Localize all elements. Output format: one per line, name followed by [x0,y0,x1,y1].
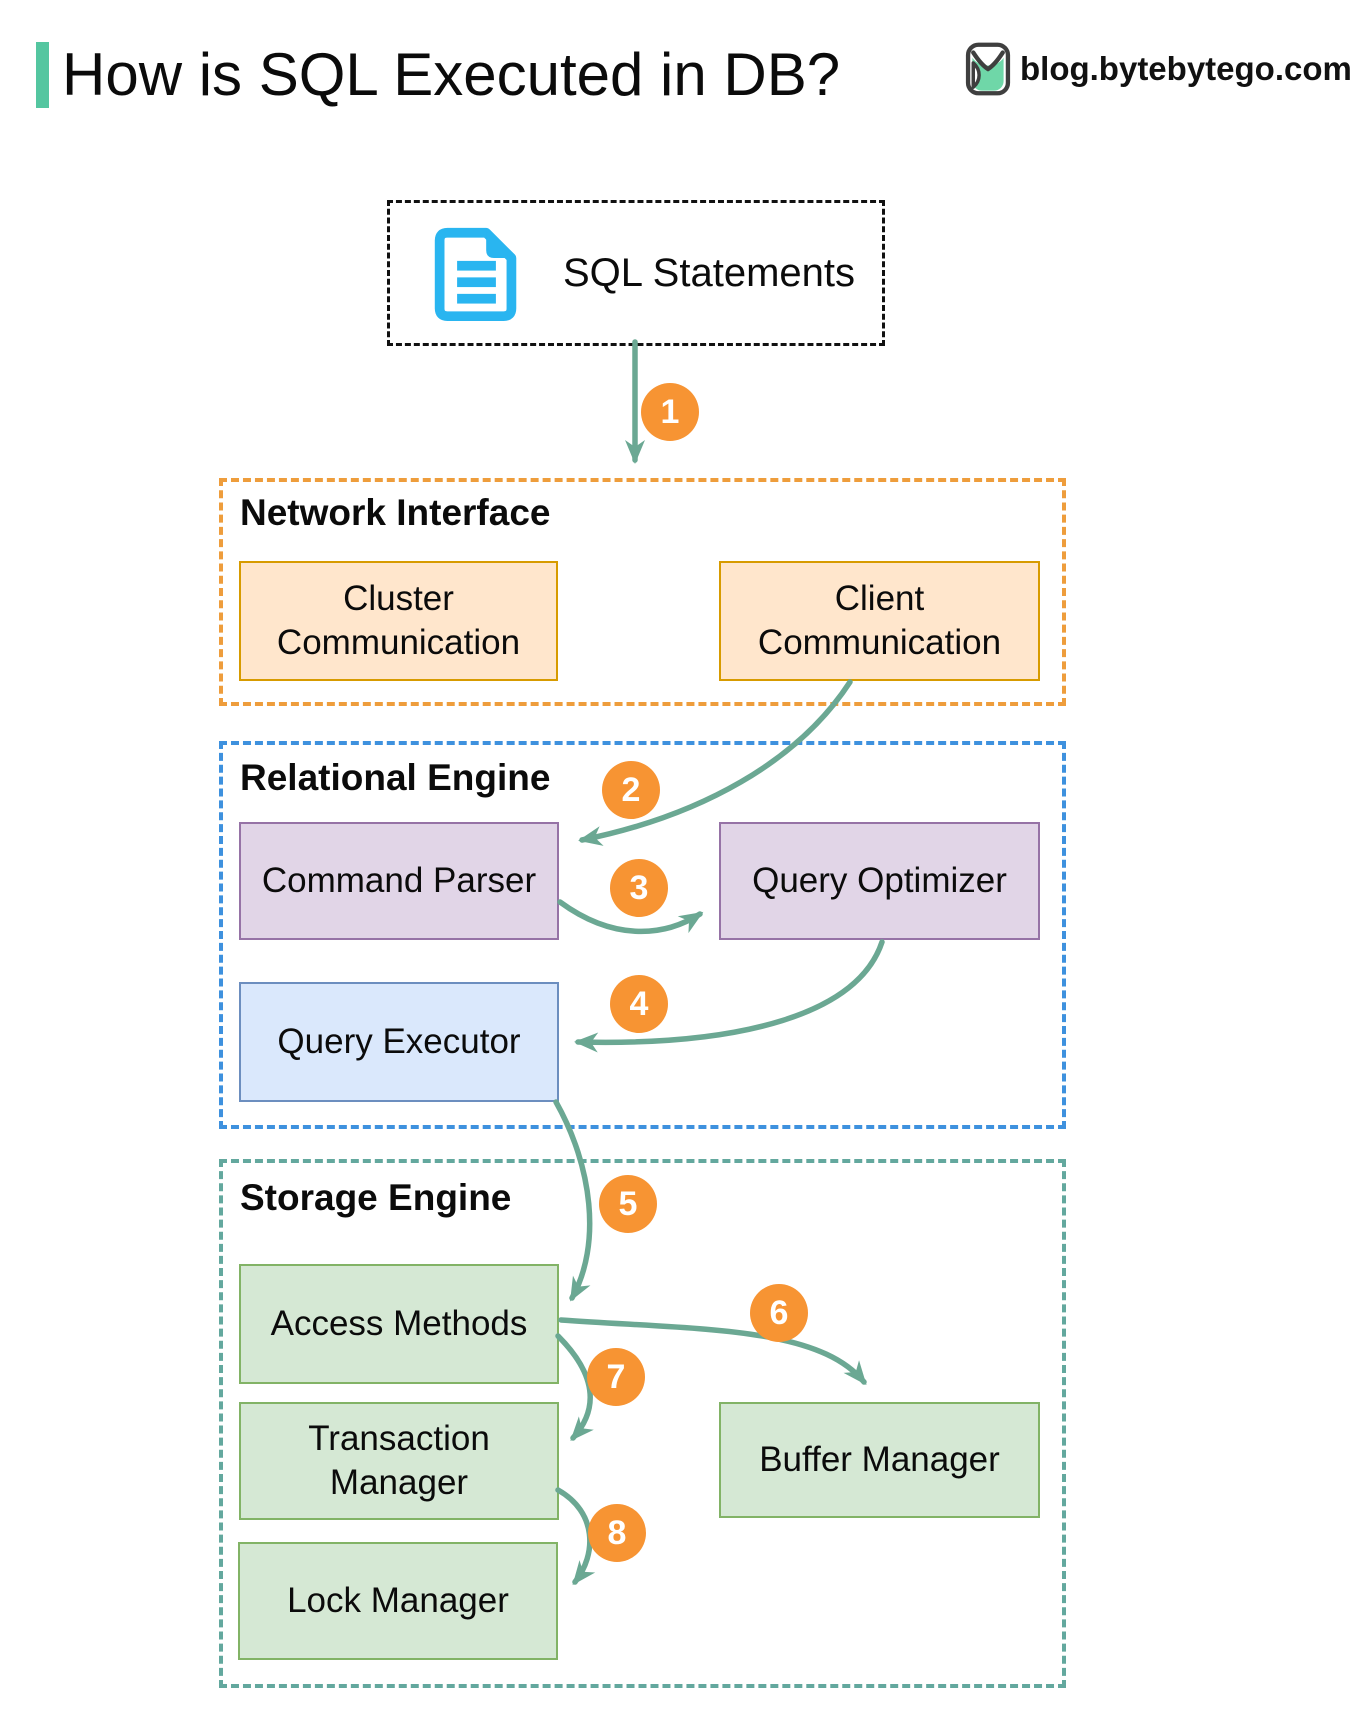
cluster-communication-node: Cluster Communication [239,561,558,681]
brand-text: blog.bytebytego.com [1020,50,1352,87]
sql-statements-label: SQL Statements [563,250,855,295]
query-executor-node: Query Executor [239,982,559,1102]
step-badge-8: 8 [588,1504,646,1562]
step-badge-2: 2 [602,761,660,819]
step-badge-4: 4 [610,975,668,1033]
access-methods-node: Access Methods [239,1264,559,1384]
page-title: How is SQL Executed in DB? [62,40,841,108]
lock-manager-node: Lock Manager [238,1542,558,1660]
transaction-manager-node: Transaction Manager [239,1402,559,1520]
storage-engine-section [219,1159,1066,1688]
client-communication-node: Client Communication [719,561,1040,681]
title-accent-bar [36,42,49,108]
buffer-manager-node: Buffer Manager [719,1402,1040,1518]
bytebytego-logo-icon [962,40,1014,98]
step-badge-1: 1 [641,383,699,441]
sql-statements-box: SQL Statements [387,200,885,346]
query-optimizer-node: Query Optimizer [719,822,1040,940]
storage-engine-title: Storage Engine [240,1177,512,1218]
step-badge-5: 5 [599,1175,657,1233]
brand-badge: blog.bytebytego.com [962,40,1352,98]
command-parser-node: Command Parser [239,822,559,940]
step-badge-6: 6 [750,1284,808,1342]
network-interface-title: Network Interface [240,492,551,533]
sql-document-icon [428,225,525,322]
step-badge-7: 7 [587,1348,645,1406]
relational-engine-title: Relational Engine [240,757,551,798]
step-badge-3: 3 [610,859,668,917]
